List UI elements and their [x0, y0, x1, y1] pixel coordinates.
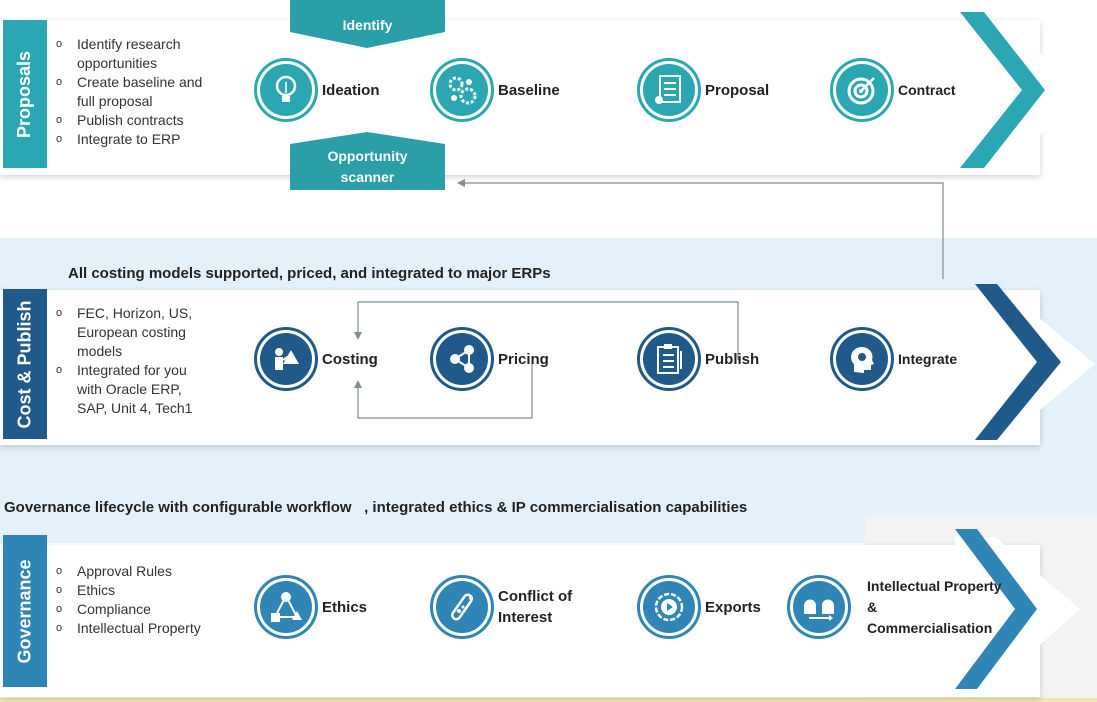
bottom-yellow-line [0, 698, 1097, 702]
step-ethics: Ethics [254, 575, 367, 639]
play-icon [637, 575, 701, 639]
test-tube-icon [430, 575, 494, 639]
governance-chevron [955, 529, 1080, 689]
target-icon [830, 58, 894, 122]
gears-icon [430, 58, 494, 122]
step-contract: Contract [830, 58, 956, 122]
identify-shape [290, 0, 445, 48]
step-label: Publish [705, 350, 760, 368]
step-ideation: Ideation [254, 58, 380, 122]
governance-panel [0, 545, 1040, 697]
proposals-tag: Proposals [3, 20, 47, 168]
step-pricing: Pricing [430, 327, 549, 391]
step-label: Pricing [498, 350, 549, 368]
step-exports: Exports [637, 575, 761, 639]
step-conflict: Conflict of Interest [430, 575, 578, 639]
lightbulb-icon [254, 58, 318, 122]
step-label: Intellectual Property & Commercialisatio… [867, 577, 1002, 636]
cost-chevron [975, 284, 1095, 440]
step-label: Proposal [705, 81, 770, 99]
step-label: Ethics [322, 598, 368, 616]
scanner-shape [290, 132, 445, 190]
feedback-arrow [457, 179, 944, 279]
governance-heading: Governance lifecycle with configurable w… [4, 499, 748, 516]
step-integrate: Integrate [830, 327, 957, 391]
checklist-icon [637, 58, 701, 122]
cost-heading: All costing models supported, priced, an… [68, 265, 551, 282]
step-publish: Publish [637, 327, 759, 391]
identify-label: Identify [342, 17, 393, 33]
step-intellectual-property: Intellectual Property & Commercialisatio… [787, 575, 1002, 639]
step-label: Ideation [322, 81, 380, 99]
step-label: Integrate [898, 350, 958, 367]
step-label: Conflict of Interest [498, 588, 573, 626]
step-label: Baseline [498, 81, 560, 99]
step-baseline: Baseline [430, 58, 560, 122]
head-icon [830, 327, 894, 391]
step-label: Exports [705, 598, 761, 616]
step-label: Contract [898, 81, 956, 98]
presenter-icon [254, 327, 318, 391]
brains-icon [787, 575, 851, 639]
cycle-loop [354, 301, 739, 419]
network-icon [430, 327, 494, 391]
step-proposal: Proposal [637, 58, 769, 122]
cost-tag: Cost & Publish [3, 289, 47, 439]
governance-tag: Governance [3, 535, 47, 687]
proposals-chevron [960, 12, 1088, 169]
scanner-label: Opportunity scanner [327, 148, 408, 185]
step-costing: Costing [254, 327, 378, 391]
step-label: Costing [322, 350, 378, 368]
triangle-nodes-icon [254, 575, 318, 639]
clipboard-icon [637, 327, 701, 391]
